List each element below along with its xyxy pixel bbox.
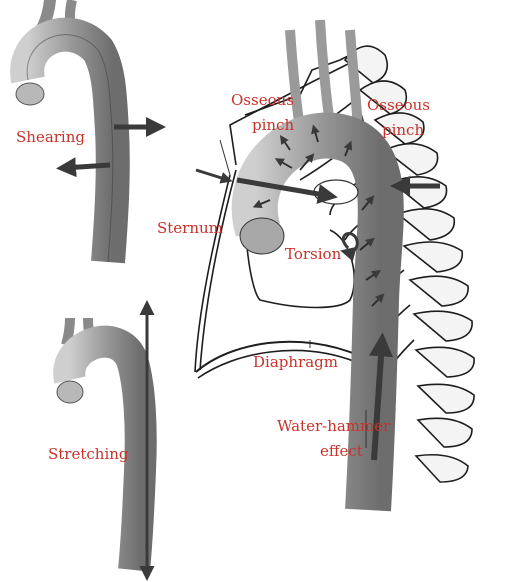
label-water-hammer-line1: Water-hammer <box>277 417 391 435</box>
label-shearing: Shearing <box>16 128 85 146</box>
label-osseous-pinch-2-line1: Osseous <box>367 96 430 114</box>
label-osseous-pinch-2-line2: pinch <box>382 121 424 139</box>
label-osseous-pinch-1-line1: Osseous <box>231 91 294 109</box>
label-sternum: Sternum <box>157 219 223 237</box>
label-stretching: Stretching <box>48 445 129 463</box>
label-water-hammer-line2: effect <box>320 442 363 460</box>
label-osseous-pinch-1-line2: pinch <box>252 116 294 134</box>
label-torsion: Torsion <box>285 245 342 263</box>
stretching-aorta-illustration <box>57 306 147 575</box>
label-diaphragm: Diaphragm <box>253 353 338 371</box>
